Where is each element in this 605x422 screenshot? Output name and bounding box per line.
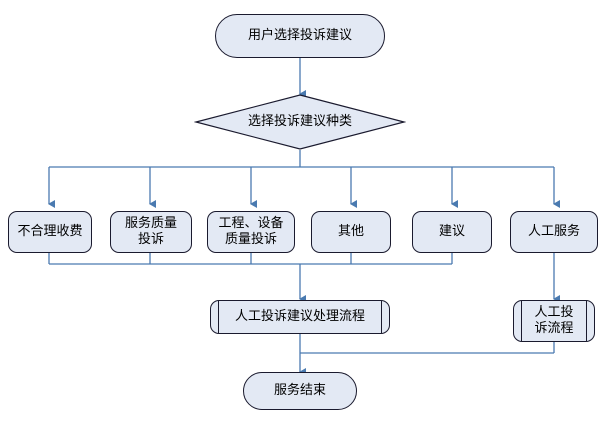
node-branch-3-label-line1: 工程、设备 (218, 215, 284, 231)
node-decision-label: 选择投诉建议种类 (247, 113, 352, 129)
node-branch-3-label-line2: 质量投诉 (224, 232, 277, 247)
node-end-label: 服务结束 (273, 382, 326, 398)
predefined-bar-left-icon-2 (521, 301, 522, 341)
node-branch-3[interactable]: 工程、设备 质量投诉 (207, 211, 295, 253)
node-branch-4[interactable]: 其他 (311, 211, 391, 253)
node-branch-4-label: 其他 (337, 223, 364, 239)
node-start-label: 用户选择投诉建议 (247, 27, 352, 43)
node-branch-2-label-line2: 投诉 (137, 232, 164, 247)
node-branch-5[interactable]: 建议 (412, 211, 492, 253)
node-branch-5-label: 建议 (438, 223, 465, 239)
node-branch-6-label: 人工服务 (527, 223, 580, 239)
node-subprocess-right-label-line2: 诉流程 (534, 321, 574, 336)
node-decision[interactable]: 选择投诉建议种类 (194, 94, 406, 150)
node-branch-2-label-line1: 服务质量 (124, 215, 177, 231)
node-subprocess-left-label: 人工投诉建议处理流程 (234, 308, 365, 324)
node-end[interactable]: 服务结束 (243, 372, 357, 410)
node-subprocess-right-label-line1: 人工投 (534, 304, 574, 320)
predefined-bar-right-icon-2 (586, 301, 587, 341)
node-branch-1-label: 不合理收费 (17, 223, 83, 239)
predefined-bar-left-icon (218, 301, 219, 333)
node-start[interactable]: 用户选择投诉建议 (215, 14, 385, 58)
node-branch-6[interactable]: 人工服务 (510, 211, 598, 253)
node-branch-1[interactable]: 不合理收费 (8, 211, 92, 253)
node-subprocess-right[interactable]: 人工投 诉流程 (513, 300, 595, 342)
node-subprocess-left[interactable]: 人工投诉建议处理流程 (210, 300, 390, 334)
decision-shape (194, 94, 406, 150)
predefined-bar-right-icon (381, 301, 382, 333)
node-branch-2[interactable]: 服务质量 投诉 (110, 211, 192, 253)
